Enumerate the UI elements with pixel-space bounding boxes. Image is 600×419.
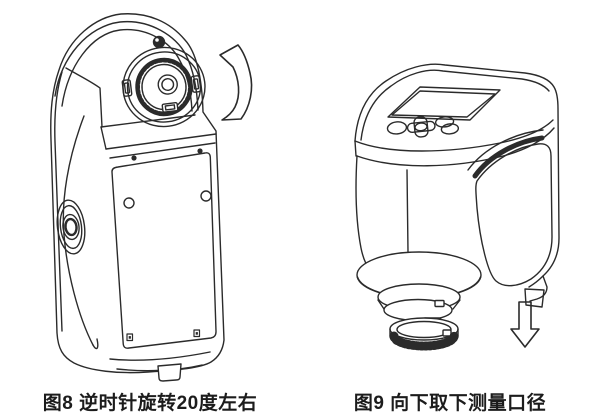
figure-8: 图8 逆时针旋转20度左右: [42, 13, 258, 414]
side-grip-panel: [467, 129, 553, 308]
measuring-head-cone: [377, 283, 461, 322]
rotate-ccw-arrow-icon: [219, 44, 253, 121]
control-buttons: [386, 116, 460, 138]
display-screen: [387, 86, 501, 121]
figure9-caption: 图9 向下取下测量口径: [353, 393, 547, 414]
bottom-edge: [109, 351, 211, 382]
grip-foot: [524, 288, 545, 308]
panel-screw: [131, 155, 137, 161]
panel-screw-square: [126, 329, 201, 342]
panel-screw: [197, 148, 203, 154]
ring-knurling: [389, 331, 459, 351]
foot-tab: [157, 363, 182, 382]
top-screw: [152, 35, 166, 49]
dial-clip-left: [121, 79, 133, 97]
dpad-horizontal: [406, 120, 436, 134]
side-face: [62, 115, 99, 350]
dial-tab: [161, 102, 179, 113]
figure8-caption: 图8 逆时针旋转20度左右: [42, 393, 258, 414]
front-crease: [406, 169, 409, 253]
button-right-2: [440, 123, 460, 135]
colorimeter-rear-illustration: [50, 13, 253, 382]
device-body-outline: [50, 13, 225, 374]
down-arrow-icon: [510, 301, 540, 348]
colorimeter-bottom-illustration: [354, 63, 560, 351]
measurement-aperture-ring: [389, 317, 459, 351]
rear-panel: [111, 148, 217, 349]
dpad-center: [414, 122, 428, 132]
button-left: [386, 121, 408, 135]
power-button: [56, 199, 86, 255]
panel-hole: [123, 197, 135, 209]
figure-9: 图9 向下取下测量口径: [300, 0, 600, 419]
dial-knurling: [135, 58, 193, 116]
button-right-1: [434, 116, 455, 128]
dial-clip-right: [190, 75, 202, 93]
neck-band: [100, 114, 217, 159]
cap-collar-lower: [356, 127, 555, 167]
lens-opening: [157, 74, 178, 95]
panel-hole: [200, 190, 212, 202]
cone-clip: [434, 299, 445, 308]
grip-shadow-band: [472, 135, 545, 179]
